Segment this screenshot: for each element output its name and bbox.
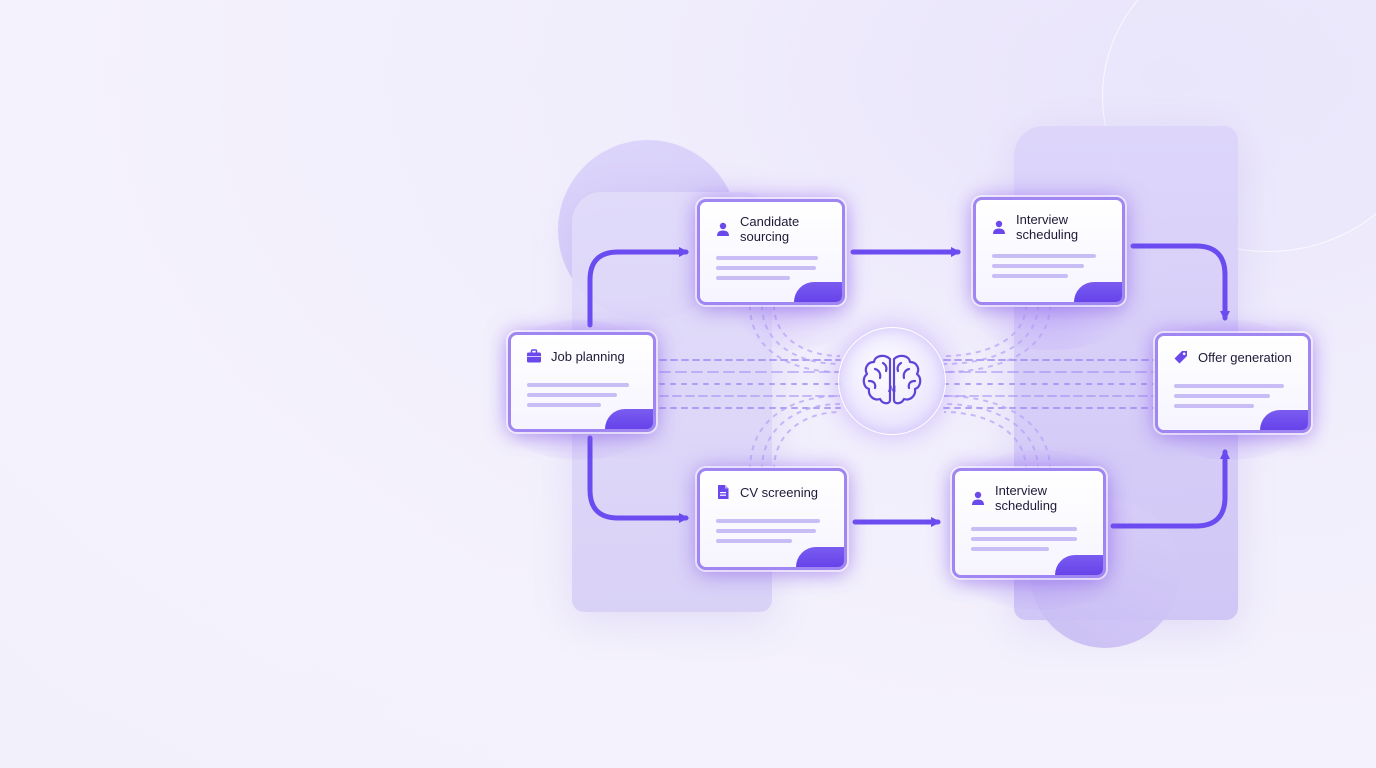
node-job-planning[interactable]: Job planning [508,332,656,432]
node-label: Interview scheduling [995,483,1058,513]
flow-arrows [587,243,1230,529]
node-label: Candidate sourcing [740,214,800,244]
node-label: CV screening [740,484,819,500]
tag-icon [1172,348,1190,366]
node-label: Interview scheduling [1016,212,1079,242]
card-corner-accent [1074,282,1122,302]
node-offer-generation[interactable]: Offer generation [1155,333,1311,433]
placeholder-lines [971,527,1077,557]
node-interview-scheduling-bottom[interactable]: Interview scheduling [952,468,1106,578]
card-corner-accent [796,547,844,567]
node-candidate-sourcing[interactable]: Candidate sourcing [697,199,845,305]
placeholder-lines [716,519,820,549]
arrow-interview-to-offer [1130,243,1230,321]
placeholder-lines [992,254,1096,284]
document-icon [714,483,732,501]
card-corner-accent [1055,555,1103,575]
briefcase-icon [525,347,543,365]
arrow-job-to-cv [587,435,689,523]
card-corner-accent [794,282,842,302]
node-interview-scheduling-top[interactable]: Interview scheduling [973,197,1125,305]
card-corner-accent [1260,410,1308,430]
person-icon [969,489,987,507]
ai-label: AI [888,384,897,394]
placeholder-lines [716,256,818,286]
person-icon [990,218,1008,236]
node-cv-screening[interactable]: CV screening [697,468,847,570]
arrow-interview-to-offer-bottom [1110,449,1230,529]
data-streams-curved [749,304,1051,471]
ai-brain-icon: AI [862,354,922,405]
node-label: Offer generation [1198,349,1292,365]
placeholder-lines [527,383,629,413]
person-icon [714,220,732,238]
node-label: Job planning [551,348,625,364]
ai-hub: AI [838,327,946,435]
arrow-job-to-sourcing [587,247,689,328]
card-corner-accent [605,409,653,429]
placeholder-lines [1174,384,1284,414]
